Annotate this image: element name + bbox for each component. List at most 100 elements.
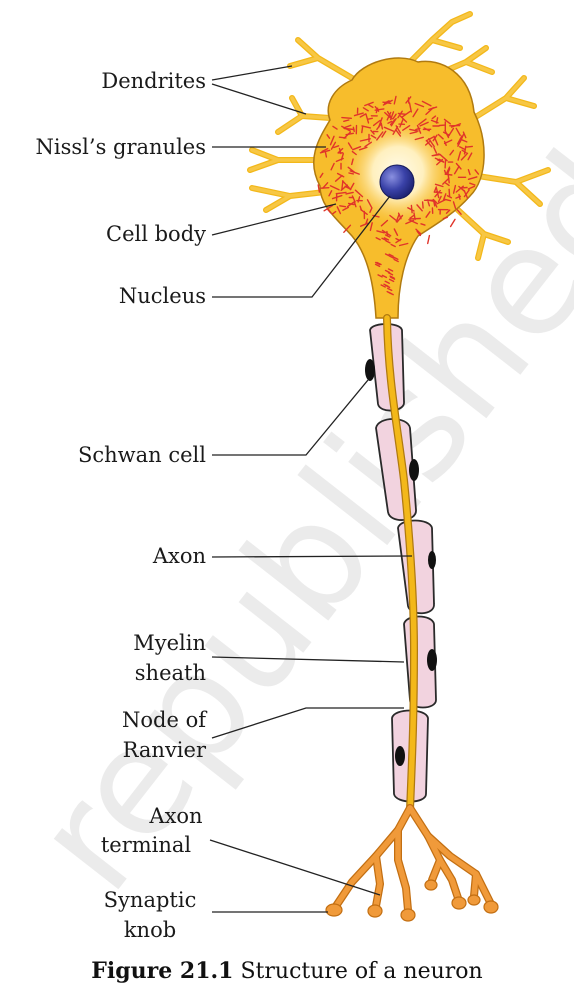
nissl-granule — [425, 211, 431, 218]
nissl-granule — [360, 222, 369, 227]
nissl-granule — [354, 189, 364, 198]
nissl-granule — [414, 136, 424, 141]
nissl-granule — [445, 209, 451, 215]
nissl-granule — [445, 182, 450, 187]
nissl-granule — [460, 152, 469, 161]
nissl-granule — [437, 133, 444, 140]
label-axon-terminal-line2: terminal — [101, 833, 192, 857]
nissl-granule — [421, 100, 432, 107]
nissl-granule — [376, 261, 382, 266]
nissl-granule — [351, 158, 354, 166]
nissl-granule — [353, 112, 364, 117]
nissl-granule — [414, 102, 425, 108]
nissl-granule — [337, 147, 344, 154]
nissl-granule — [326, 134, 331, 139]
nissl-granule — [362, 107, 369, 112]
nissl-granule — [431, 115, 437, 120]
nissl-granule — [332, 125, 338, 130]
nissl-granule — [395, 238, 402, 244]
nissl-granule — [361, 125, 372, 129]
nissl-granule — [389, 255, 395, 259]
figure-caption: Figure 21.1 Structure of a neuron — [0, 958, 574, 984]
nissl-granule — [392, 125, 399, 136]
label-node-line2: Ranvier — [123, 738, 207, 762]
nissl-granule — [353, 201, 357, 208]
nissl-granule — [329, 135, 335, 146]
nissl-granule — [430, 119, 439, 124]
nissl-granule — [343, 224, 352, 234]
neuron-diagram: republished — [1, 11, 574, 942]
label-nissl-granules: Nissl’s granules — [36, 135, 206, 159]
nissl-granule — [359, 205, 363, 211]
nissl-granule — [412, 108, 419, 118]
nissl-granule — [374, 263, 381, 268]
nissl-granule — [319, 149, 331, 154]
nissl-granule — [410, 204, 413, 214]
nissl-granule — [320, 186, 330, 189]
nissl-granule — [439, 153, 448, 162]
label-axon: Axon — [152, 544, 206, 568]
nissl-granule — [395, 237, 401, 242]
nissl-granule — [444, 198, 452, 202]
figure-title: Structure of a neuron — [240, 959, 483, 984]
nissl-granule — [322, 182, 329, 189]
nissl-granule — [416, 204, 423, 212]
nissl-granule — [443, 118, 451, 125]
nissl-granule — [323, 204, 333, 212]
nissl-granule — [384, 253, 391, 257]
nissl-granule — [352, 145, 362, 151]
nissl-granule — [432, 134, 438, 142]
nissl-granule — [421, 201, 424, 209]
nissl-granule — [432, 198, 438, 204]
nissl-granule — [343, 127, 355, 131]
nissl-granule — [385, 240, 391, 244]
nissl-granule — [387, 268, 394, 272]
nissl-granule — [358, 146, 368, 151]
nissl-granule — [369, 222, 373, 232]
label-nucleus: Nucleus — [119, 284, 206, 308]
nissl-granule — [367, 117, 373, 120]
nissl-granule — [346, 200, 356, 208]
nissl-granule — [393, 228, 399, 237]
label-schwan-cell: Schwan cell — [78, 443, 206, 467]
nissl-granule — [467, 152, 473, 161]
nissl-granule — [347, 166, 355, 173]
nissl-granule — [395, 213, 400, 223]
nissl-granule — [393, 95, 397, 105]
nissl-granule — [393, 256, 399, 260]
nissl-granule — [409, 128, 419, 132]
nissl-granule — [389, 276, 396, 280]
nissl-granule — [388, 253, 394, 257]
nissl-granule — [328, 190, 333, 197]
nissl-granule — [449, 218, 456, 228]
nissl-granule — [361, 125, 364, 134]
nissl-granule — [405, 219, 415, 225]
nissl-granule — [387, 272, 394, 276]
nissl-granule — [380, 122, 384, 130]
nissl-granule — [329, 185, 340, 191]
nissl-granule — [409, 131, 418, 135]
nissl-granule — [382, 99, 393, 106]
nissl-granule — [384, 234, 391, 238]
nissl-granule — [407, 207, 415, 212]
label-myelin-line2: sheath — [135, 661, 206, 685]
nissl-granule — [348, 172, 355, 175]
nissl-granule — [426, 140, 433, 148]
nissl-granule — [396, 214, 404, 223]
labels: Dendrites Nissl’s granules Cell body Nuc… — [36, 69, 209, 942]
nissl-granule — [366, 199, 373, 209]
nissl-granule — [381, 237, 387, 242]
nissl-granule — [453, 165, 460, 175]
nissl-granule — [399, 118, 404, 128]
nissl-granule — [452, 184, 457, 194]
nissl-granule — [341, 180, 344, 190]
nissl-granule — [392, 113, 397, 120]
label-cell-body: Cell body — [106, 222, 206, 246]
axon — [383, 314, 419, 814]
watermark-text: republished — [1, 121, 574, 922]
nissl-granule — [442, 216, 448, 220]
nissl-granule — [319, 172, 324, 179]
nissl-granule — [342, 206, 349, 212]
nissl-granule — [428, 137, 435, 148]
label-synaptic-line2: knob — [124, 918, 176, 942]
